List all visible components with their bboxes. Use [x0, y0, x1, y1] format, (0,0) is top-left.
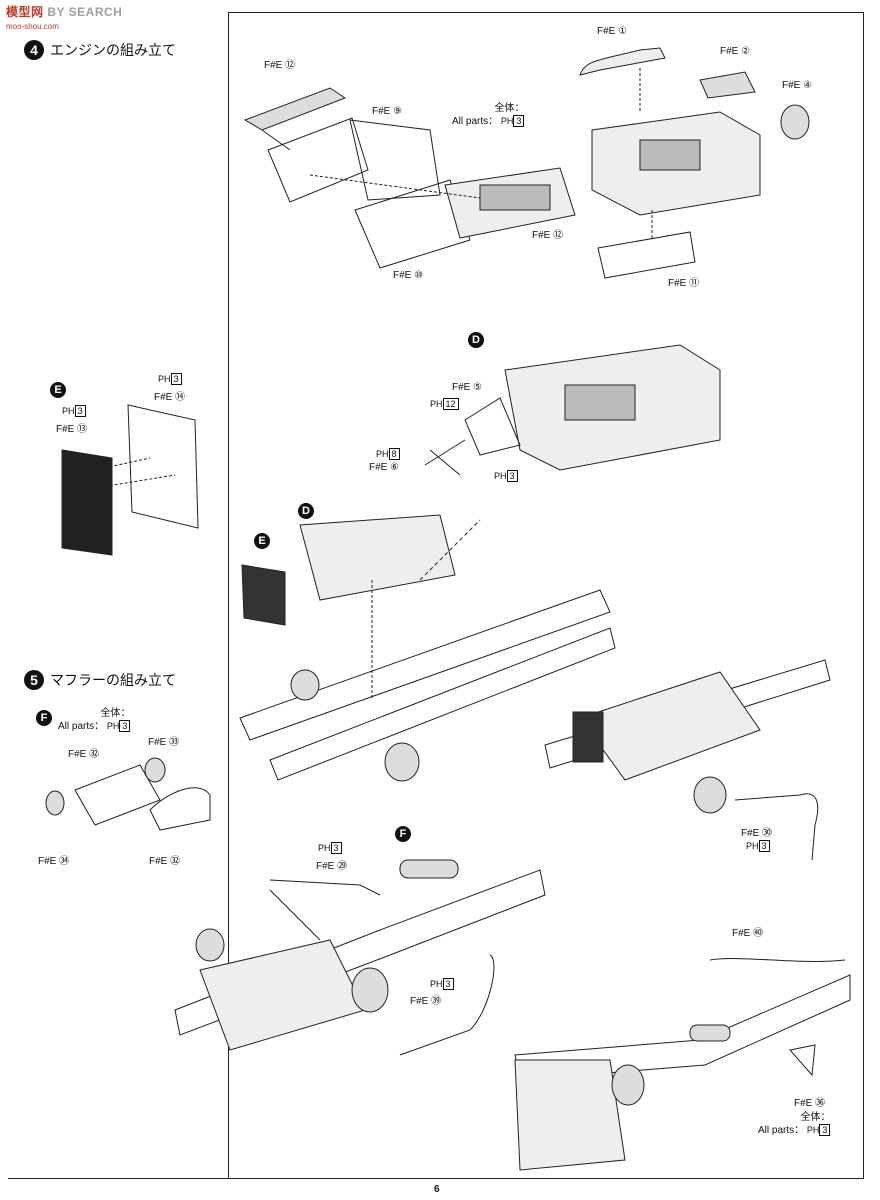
label-fe-5: F#E ⑤ — [452, 382, 483, 393]
engine-block-exploded — [245, 88, 575, 268]
column-divider — [228, 12, 229, 1178]
chassis-bottom-right — [515, 959, 850, 1170]
step-4-header: 4 エンジンの組み立て — [24, 40, 176, 60]
label-fe-10: F#E ⑩ — [393, 270, 424, 281]
ph-box: 3 — [119, 720, 131, 732]
label-fe-12a: F#E ⑫ — [264, 60, 296, 71]
ph-box: 3 — [758, 840, 770, 852]
engine-assembly-d — [425, 345, 720, 475]
frame-right — [863, 12, 864, 1178]
engine-top-right — [580, 48, 809, 278]
ph-prefix: PH — [494, 471, 507, 481]
ph-box: 12 — [442, 398, 459, 410]
ph-prefix: PH — [500, 116, 514, 126]
frame-bottom — [8, 1178, 864, 1179]
ph-prefix: PH — [62, 406, 75, 416]
frame-top — [228, 12, 864, 13]
chassis-bottom-left — [175, 860, 545, 1055]
ph-box: 3 — [506, 470, 518, 482]
chassis-mid — [240, 515, 615, 781]
all-parts-en: All parts — [758, 1125, 795, 1136]
label-fe-6: F#E ⑥ — [369, 462, 400, 473]
label-fe-40: F#E ㊵ — [732, 928, 764, 939]
marker-e-1: E — [50, 382, 66, 398]
label-fe-2: F#E ② — [720, 46, 751, 57]
marker-f-1: F — [36, 710, 52, 726]
all-parts-jp: 全体 — [800, 1112, 821, 1123]
label-fe-14: F#E ⑭ — [154, 392, 186, 403]
ph-prefix: PH — [430, 399, 443, 409]
ph-box: 3 — [819, 1124, 831, 1136]
step-5-header: 5 マフラーの組み立て — [24, 670, 176, 690]
marker-e-2: E — [254, 533, 270, 549]
label-fe-29: F#E ㉙ — [316, 861, 348, 872]
label-fe-32b: F#E ㉜ — [149, 856, 181, 867]
step-5-number: 5 — [24, 670, 44, 690]
ph-box: 3 — [330, 842, 342, 854]
label-fe-11: F#E ⑪ — [668, 278, 700, 289]
ph-prefix: PH — [806, 1125, 820, 1135]
ph-prefix: PH — [376, 449, 389, 459]
watermark-char-1: 模 — [6, 5, 19, 19]
marker-d-2: D — [298, 503, 314, 519]
label-fe-32a: F#E ㉜ — [68, 749, 100, 760]
ph-prefix: PH — [430, 979, 443, 989]
all-parts-en: All parts — [452, 116, 489, 127]
watermark-char-3: 网 — [31, 5, 44, 19]
label-fe-39: F#E ㊴ — [410, 996, 442, 1007]
marker-d-1: D — [468, 332, 484, 348]
step-4-number: 4 — [24, 40, 44, 60]
ph-box: 3 — [74, 405, 86, 417]
ph-prefix: PH — [318, 843, 331, 853]
ph-box: 3 — [442, 978, 454, 990]
label-fe-12b: F#E ⑫ — [532, 230, 564, 241]
marker-f-2: F — [395, 826, 411, 842]
label-fe-30: F#E ㉚ — [741, 828, 773, 839]
ph-box: 3 — [513, 115, 525, 127]
label-fe-34: F#E ㉞ — [38, 856, 70, 867]
label-fe-4: F#E ④ — [782, 80, 813, 91]
label-fe-33: F#E ㉝ — [148, 737, 180, 748]
ph-box: 8 — [388, 448, 400, 460]
radiator-part — [62, 405, 198, 555]
step-5-title: マフラーの組み立て — [50, 672, 176, 688]
ph-box: 3 — [170, 373, 182, 385]
page-number: 6 — [434, 1184, 440, 1195]
ph-prefix: PH — [106, 721, 120, 731]
watermark-char-2: 型 — [18, 5, 32, 19]
label-fe-36: F#E ㊱ — [794, 1098, 826, 1109]
muffler-parts — [46, 758, 210, 830]
all-parts-jp: 全体 — [100, 708, 121, 719]
chassis-right — [545, 660, 830, 860]
watermark-url: moo-shou.com — [6, 22, 59, 31]
all-parts-en: All parts — [58, 721, 95, 732]
ph-prefix: PH — [158, 374, 171, 384]
watermark-logo: 模型网 BY SEARCH — [6, 3, 122, 20]
label-fe-9: F#E ⑨ — [372, 106, 403, 117]
label-fe-13: F#E ⑬ — [56, 424, 88, 435]
watermark-brand: BY SEARCH — [47, 5, 123, 19]
all-parts-jp: 全体 — [494, 103, 515, 114]
label-fe-1: F#E ① — [597, 26, 628, 37]
step-4-title: エンジンの組み立て — [50, 42, 176, 58]
ph-prefix: PH — [746, 841, 759, 851]
